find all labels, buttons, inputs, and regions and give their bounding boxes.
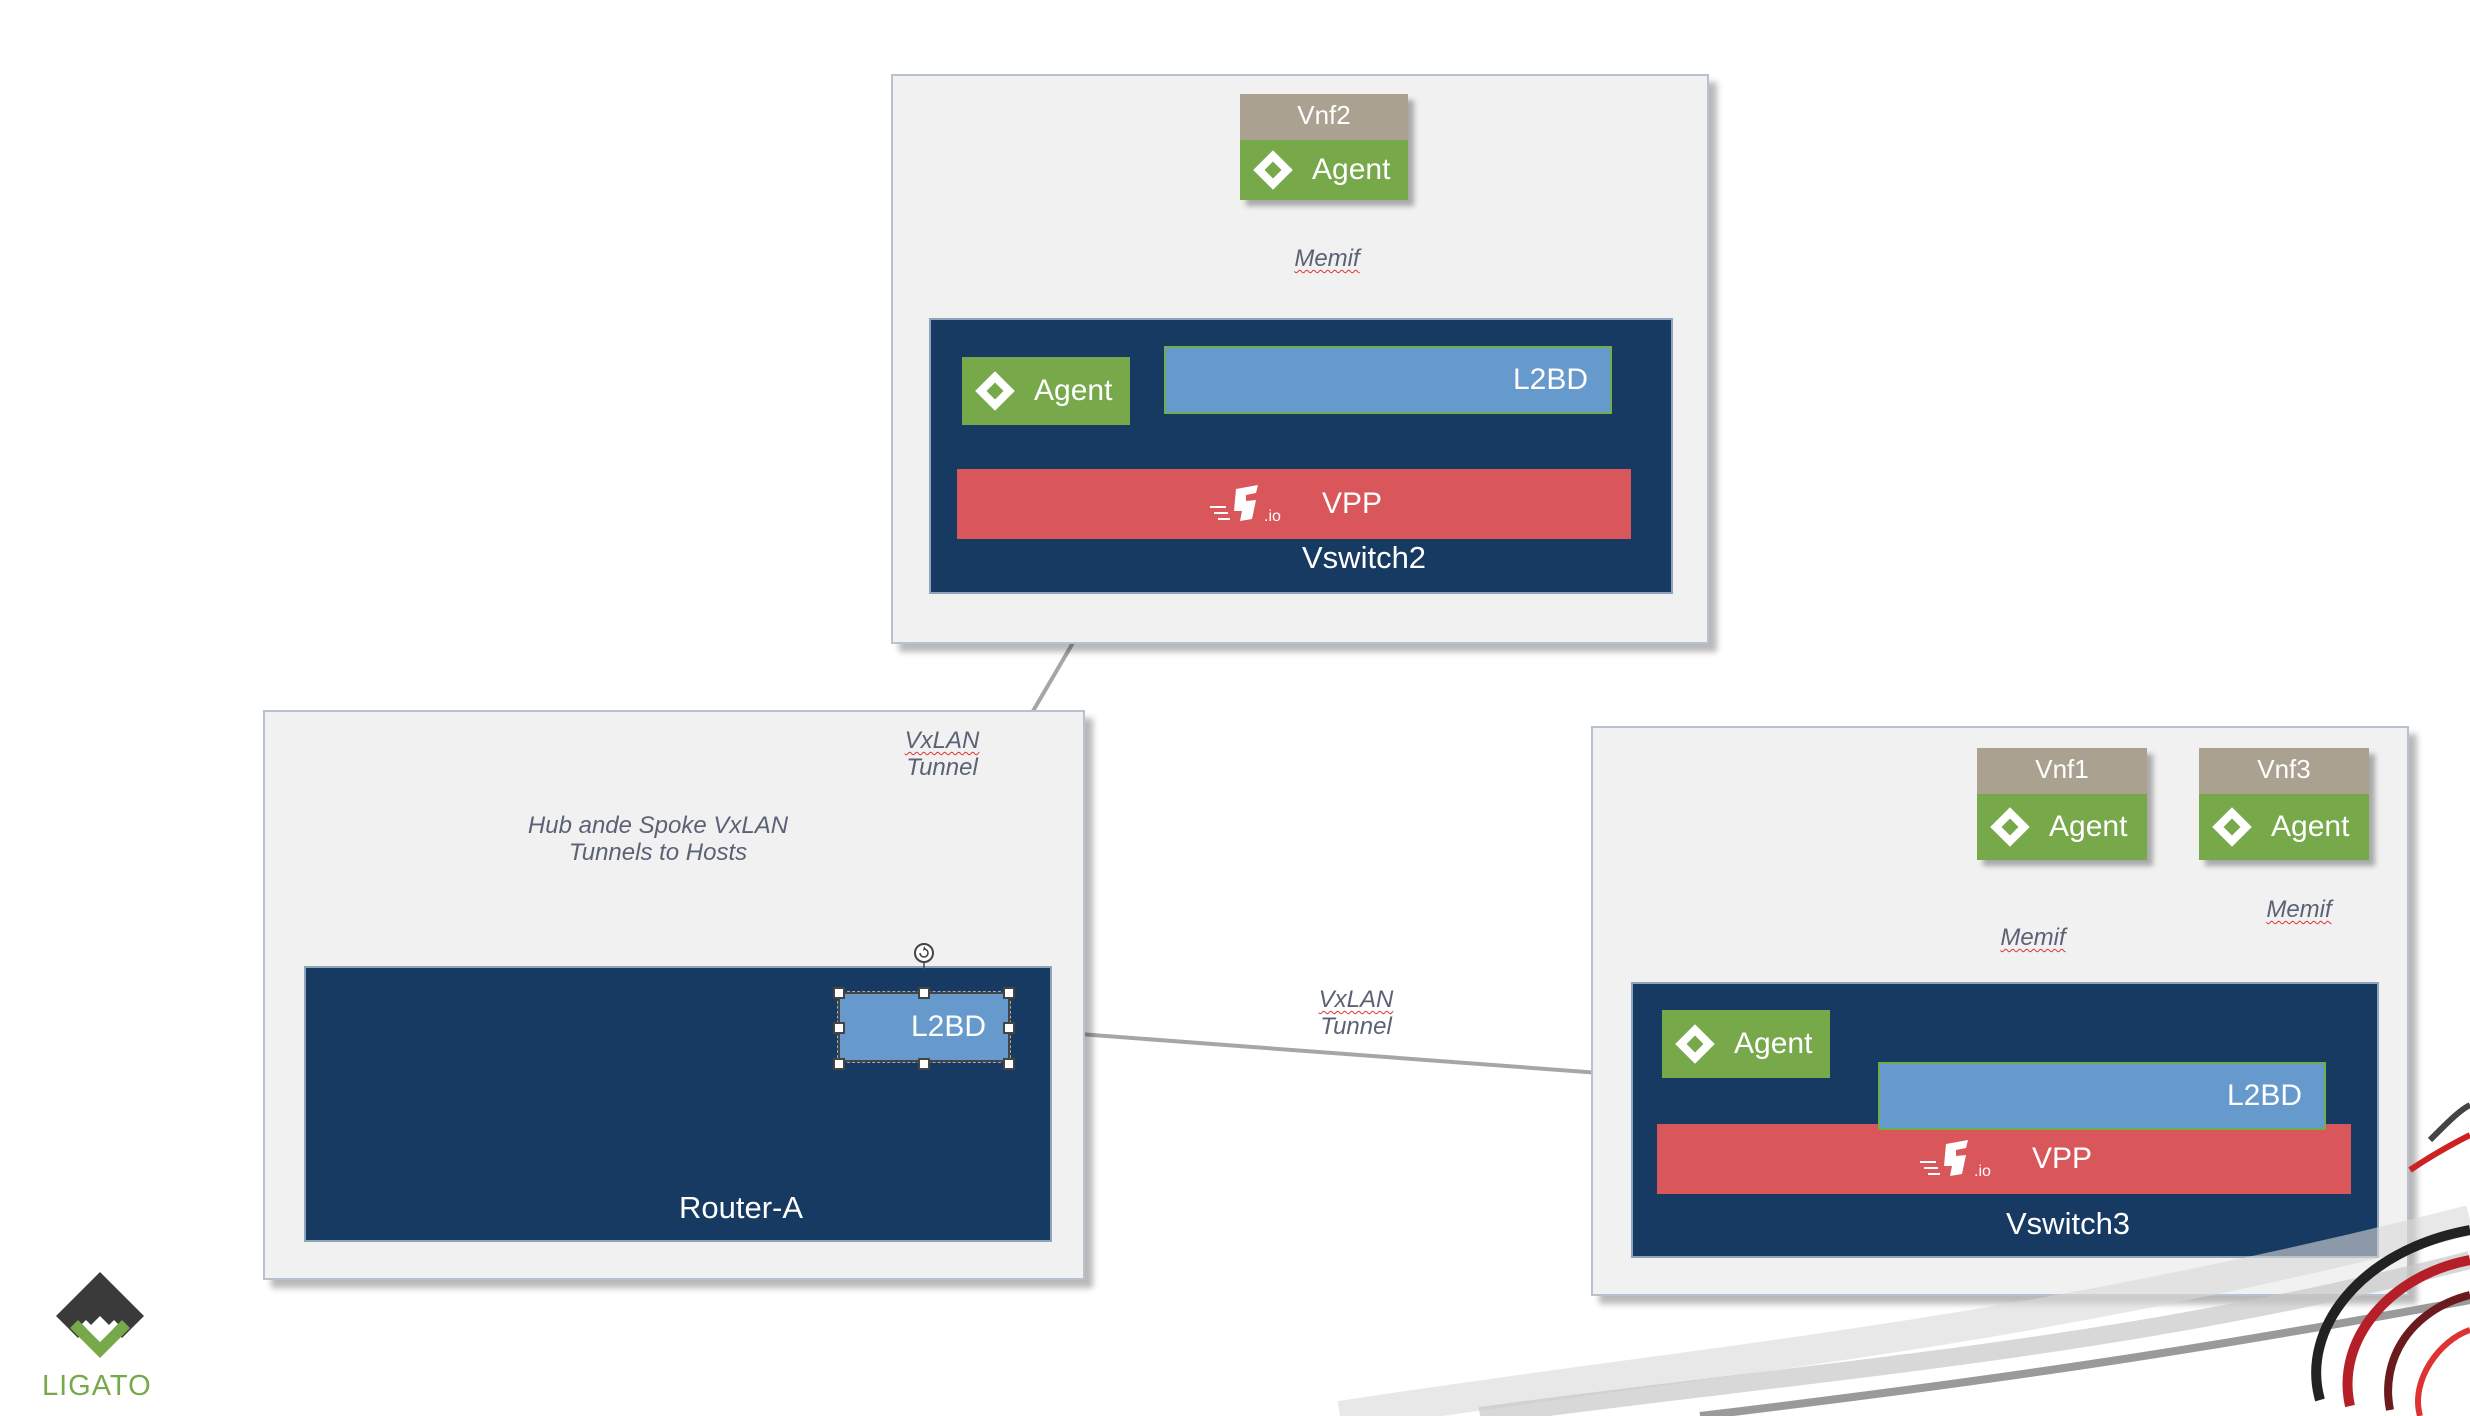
vswitch2-vpp: .io VPP bbox=[957, 469, 1631, 539]
vnf1-agent: Agent bbox=[1977, 794, 2147, 860]
hub-note-line2: Tunnels to Hosts bbox=[568, 839, 748, 866]
vxlan-tunnel-label-top: VxLAN Tunnel bbox=[880, 727, 1004, 781]
vnf1-box[interactable]: Vnf1 Agent bbox=[1977, 748, 2147, 860]
vswitch3-l2bd-label: L2BD bbox=[2226, 1079, 2302, 1112]
memif-text: Memif bbox=[2266, 896, 2332, 923]
vswitch2-agent-label: Agent bbox=[1034, 374, 1113, 407]
selection-handle[interactable] bbox=[918, 987, 930, 999]
selection-handle[interactable] bbox=[918, 1058, 930, 1070]
vswitch2-l2bd-label: L2BD bbox=[1512, 363, 1588, 396]
selection-handle[interactable] bbox=[833, 1022, 845, 1034]
rotate-handle-icon[interactable] bbox=[912, 941, 936, 969]
memif-label-vnf2: Memif bbox=[1272, 245, 1382, 272]
memif-text: Memif bbox=[1294, 245, 1360, 272]
ligato-logo-icon bbox=[56, 1272, 144, 1358]
ligato-diamond-icon bbox=[1990, 807, 2030, 847]
vswitch3-vpp-label: VPP bbox=[2031, 1142, 2093, 1175]
vswitch2-vpp-label: VPP bbox=[1321, 487, 1383, 520]
selection-handle[interactable] bbox=[1003, 1022, 1015, 1034]
vswitch3-vpp: .io VPP bbox=[1657, 1124, 2351, 1194]
vnf3-title: Vnf3 bbox=[2199, 748, 2369, 794]
ligato-diamond-icon bbox=[2212, 807, 2252, 847]
vswitch2-name: Vswitch2 bbox=[1302, 540, 1427, 575]
memif-text: Memif bbox=[2000, 924, 2066, 951]
vnf2-agent-label: Agent bbox=[1312, 153, 1391, 186]
vnf3-agent-label: Agent bbox=[2271, 810, 2350, 843]
router-a-l2bd-label: L2BD bbox=[910, 1010, 986, 1043]
vnf2-title: Vnf2 bbox=[1240, 94, 1408, 140]
decorative-swoosh bbox=[1337, 1102, 2470, 1416]
tunnel-text: Tunnel bbox=[906, 754, 978, 781]
tunnel-text: Tunnel bbox=[1320, 1013, 1392, 1040]
vnf1-agent-label: Agent bbox=[2049, 810, 2128, 843]
vswitch3-l2bd[interactable]: L2BD bbox=[1878, 1062, 2326, 1130]
vnf2-box[interactable]: Vnf2 Agent bbox=[1240, 94, 1408, 200]
vnf3-agent: Agent bbox=[2199, 794, 2369, 860]
svg-text:.io: .io bbox=[1974, 1163, 1991, 1180]
vswitch3-name: Vswitch3 bbox=[2006, 1206, 2131, 1241]
selection-handle[interactable] bbox=[1003, 1058, 1015, 1070]
memif-label-vnf3: Memif bbox=[2244, 896, 2354, 923]
vxlan-text: VxLAN bbox=[904, 727, 980, 754]
ligato-diamond-icon bbox=[1253, 150, 1293, 190]
ligato-diamond-icon bbox=[1675, 1024, 1715, 1064]
selection-handle[interactable] bbox=[1003, 987, 1015, 999]
fdio-logo-icon: .io bbox=[1209, 485, 1281, 525]
selection-handle[interactable] bbox=[833, 1058, 845, 1070]
vxlan-text: VxLAN bbox=[1318, 986, 1394, 1013]
vswitch2-l2bd[interactable]: L2BD bbox=[1164, 346, 1612, 414]
vnf2-agent: Agent bbox=[1240, 140, 1408, 200]
hub-spoke-note: Hub ande Spoke VxLAN Tunnels to Hosts bbox=[478, 812, 838, 866]
vswitch3-agent: Agent bbox=[1662, 1010, 1830, 1078]
selection-handle[interactable] bbox=[833, 987, 845, 999]
vswitch3-agent-label: Agent bbox=[1734, 1027, 1813, 1060]
vxlan-tunnel-label-middle: VxLAN Tunnel bbox=[1294, 986, 1418, 1040]
memif-label-vnf1: Memif bbox=[1978, 924, 2088, 951]
ligato-logo-text: LIGATO bbox=[42, 1370, 152, 1402]
ligato-diamond-icon bbox=[975, 371, 1015, 411]
router-a-l2bd[interactable]: L2BD bbox=[837, 991, 1011, 1063]
vnf1-title: Vnf1 bbox=[1977, 748, 2147, 794]
vswitch2-agent: Agent bbox=[962, 357, 1130, 425]
svg-text:.io: .io bbox=[1264, 508, 1281, 525]
hub-note-line1: Hub ande Spoke VxLAN bbox=[527, 812, 789, 839]
fdio-logo-icon: .io bbox=[1919, 1140, 1991, 1180]
vnf3-box[interactable]: Vnf3 Agent bbox=[2199, 748, 2369, 860]
router-a-name: Router-A bbox=[679, 1190, 804, 1225]
